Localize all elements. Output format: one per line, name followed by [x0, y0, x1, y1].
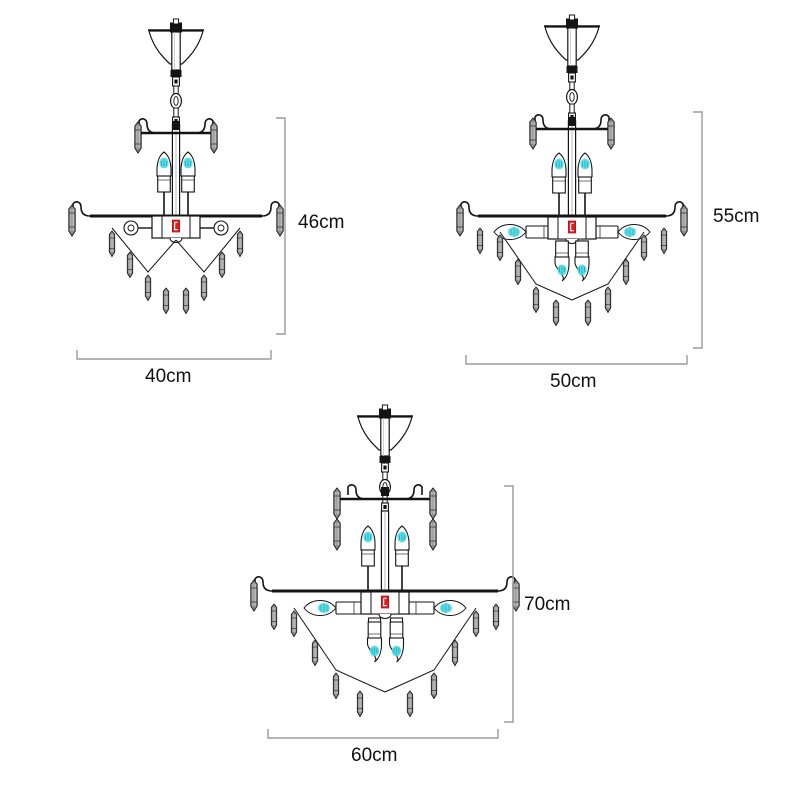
crystal-pendant-icon [68, 204, 76, 237]
main-arm-bar [250, 576, 520, 612]
vertical-dimension-bracket-icon [504, 485, 514, 723]
crystal-pendant-icon [250, 579, 258, 612]
crystal-pendant-icon [532, 286, 540, 313]
crystal-pendant-icon [333, 487, 341, 520]
candle-bulb-icon [574, 240, 590, 282]
crystal-pendant-icon [332, 672, 340, 699]
upper-tier-arm [333, 484, 437, 551]
center-hub [547, 216, 597, 245]
crystal-pendant-icon [236, 230, 244, 257]
crystal-pendant-icon [270, 603, 278, 630]
crystal-pendant-icon [584, 299, 592, 326]
crystal-pendant-icon [492, 603, 500, 630]
crystal-pendant-icon [108, 230, 116, 257]
ceiling-canopy-icon [543, 14, 601, 122]
candle-bulb-icon [394, 525, 410, 592]
crystal-pendant-icon [476, 227, 484, 254]
candle-bulb-icon [360, 525, 376, 592]
horizontal-dimension-bracket-icon [465, 355, 688, 365]
crystal-pendant-icon [406, 690, 414, 717]
candle-bulb-icon [493, 223, 553, 241]
crystal-pendant-icon [210, 121, 218, 154]
crystal-pendant-icon [607, 117, 615, 150]
crystal-pendant-icon [512, 579, 520, 612]
upper-tier-arm [529, 114, 615, 150]
crystal-pendant-icon [660, 227, 668, 254]
candle-bulb-icon [577, 152, 593, 215]
vertical-dimension-bracket-icon [693, 111, 703, 349]
crystal-pendant-icon [162, 287, 170, 314]
crystal-pendant-icon [430, 672, 438, 699]
center-column [380, 510, 390, 604]
chandelier-medium [456, 14, 688, 326]
crystal-pendant-icon [429, 518, 437, 551]
candle-bulb-icon [551, 152, 567, 215]
candle-bulb-icon [366, 617, 383, 663]
crystal-pendant-icon [144, 274, 152, 301]
height-label-large: 70cm [524, 594, 571, 615]
height-label-medium: 55cm [713, 206, 760, 227]
candle-bulb-icon [303, 599, 363, 617]
crystal-pendant-icon [182, 287, 190, 314]
height-label-small: 46cm [298, 212, 345, 233]
crystal-garland [111, 227, 241, 273]
width-label-small: 40cm [145, 366, 192, 387]
width-label-large: 60cm [351, 745, 398, 766]
crystal-pendant-icon [604, 286, 612, 313]
crystal-pendant-icon [311, 639, 319, 666]
crystal-pendant-icon [200, 274, 208, 301]
candle-bulb-icon [388, 617, 405, 663]
crystal-pendant-icon [126, 251, 134, 278]
center-column [171, 124, 181, 226]
crystal-pendant-icon [218, 251, 226, 278]
crystal-garland [499, 231, 645, 301]
crystal-pendant-icon [333, 518, 341, 551]
upper-tier-arm [134, 118, 218, 154]
crystal-pendant-icon [680, 204, 688, 237]
crystal-pendant-icon [496, 234, 504, 261]
candle-bulb-icon [554, 240, 570, 282]
crystal-pendant-icon [552, 299, 560, 326]
crystal-pendant-icon [451, 639, 459, 666]
width-label-medium: 50cm [550, 371, 597, 392]
crystal-pendant-icon [456, 204, 464, 237]
candle-bulb-icon [591, 223, 651, 241]
crystal-garland [293, 607, 477, 693]
vertical-dimension-bracket-icon [276, 117, 286, 335]
chandelier-small [68, 18, 284, 314]
crystal-pendant-icon [529, 117, 537, 150]
crystal-pendant-icon [276, 204, 284, 237]
ring-lamp-icon [123, 220, 152, 236]
crystal-pendant-icon [429, 487, 437, 520]
crystal-pendant-icon [290, 610, 298, 637]
horizontal-dimension-bracket-icon [76, 350, 272, 360]
chandelier-large [250, 404, 520, 717]
crystal-pendant-icon [472, 610, 480, 637]
center-hub [151, 215, 201, 244]
ceiling-canopy-icon [147, 18, 205, 126]
crystal-pendant-icon [356, 690, 364, 717]
horizontal-dimension-bracket-icon [267, 729, 499, 739]
ring-lamp-icon [200, 220, 229, 236]
center-column [567, 120, 577, 229]
crystal-pendant-icon [514, 258, 522, 285]
candle-bulb-icon [156, 151, 172, 215]
crystal-pendant-icon [622, 258, 630, 285]
crystal-pendant-icon [134, 121, 142, 154]
crystal-pendant-icon [640, 234, 648, 261]
center-hub [360, 591, 410, 620]
candle-bulb-icon [407, 599, 467, 617]
candle-bulb-icon [180, 151, 196, 215]
main-arm-bar [456, 201, 688, 237]
